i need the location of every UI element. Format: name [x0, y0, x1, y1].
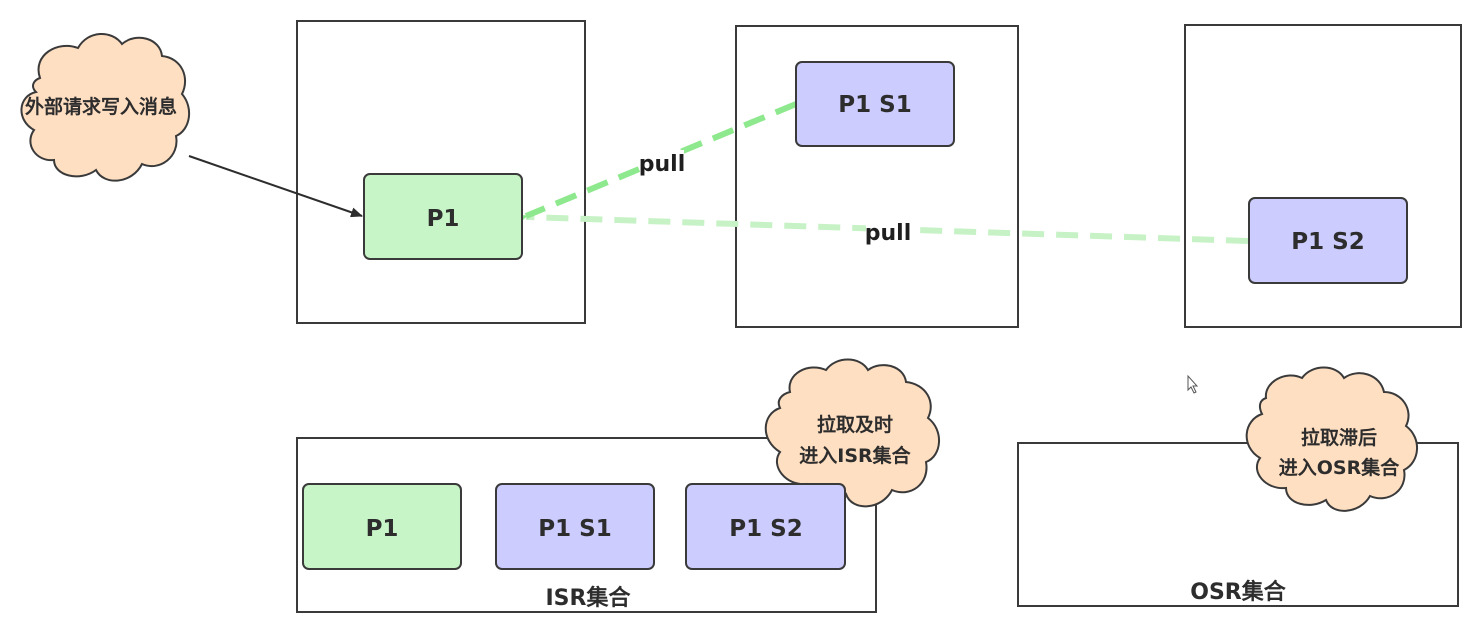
partition-label: P1 S1	[838, 92, 911, 118]
member-label: P1	[366, 516, 399, 542]
partition-label: P1	[427, 206, 460, 232]
isr-set-label: ISR集合	[546, 585, 632, 611]
pull-label-s2: pull	[865, 221, 912, 246]
osr-note-line2: 进入OSR集合	[1279, 456, 1400, 479]
isr-note-line1: 拉取及时	[817, 413, 893, 436]
osr-note-cloud-icon	[1245, 366, 1418, 512]
write-arrow	[188, 155, 363, 218]
isr-member-p1-s1[interactable]: P1 S1	[495, 483, 655, 570]
isr-member-p1-s2[interactable]: P1 S2	[685, 483, 846, 570]
partition-label: P1 S2	[1291, 229, 1364, 255]
follower-partition-p1-s1[interactable]: P1 S1	[795, 61, 955, 147]
member-label: P1 S1	[538, 516, 611, 542]
external-request-label: 外部请求写入消息	[25, 95, 177, 118]
member-label: P1 S2	[729, 516, 802, 542]
isr-member-p1[interactable]: P1	[302, 483, 462, 570]
external-request-cloud-icon	[20, 33, 191, 182]
leader-partition-p1[interactable]: P1	[363, 173, 523, 260]
isr-note-line2: 进入ISR集合	[799, 444, 911, 467]
broker-1-box	[296, 20, 586, 324]
osr-set-label: OSR集合	[1190, 579, 1286, 605]
isr-note-cloud-icon	[764, 358, 940, 508]
pull-label-bg	[640, 150, 684, 178]
mouse-pointer-icon	[1187, 374, 1199, 394]
osr-note-line1: 拉取滞后	[1301, 426, 1377, 449]
pull-label-s1: pull	[639, 152, 686, 177]
pull-label-bg	[866, 220, 910, 246]
follower-partition-p1-s2[interactable]: P1 S2	[1248, 197, 1408, 284]
